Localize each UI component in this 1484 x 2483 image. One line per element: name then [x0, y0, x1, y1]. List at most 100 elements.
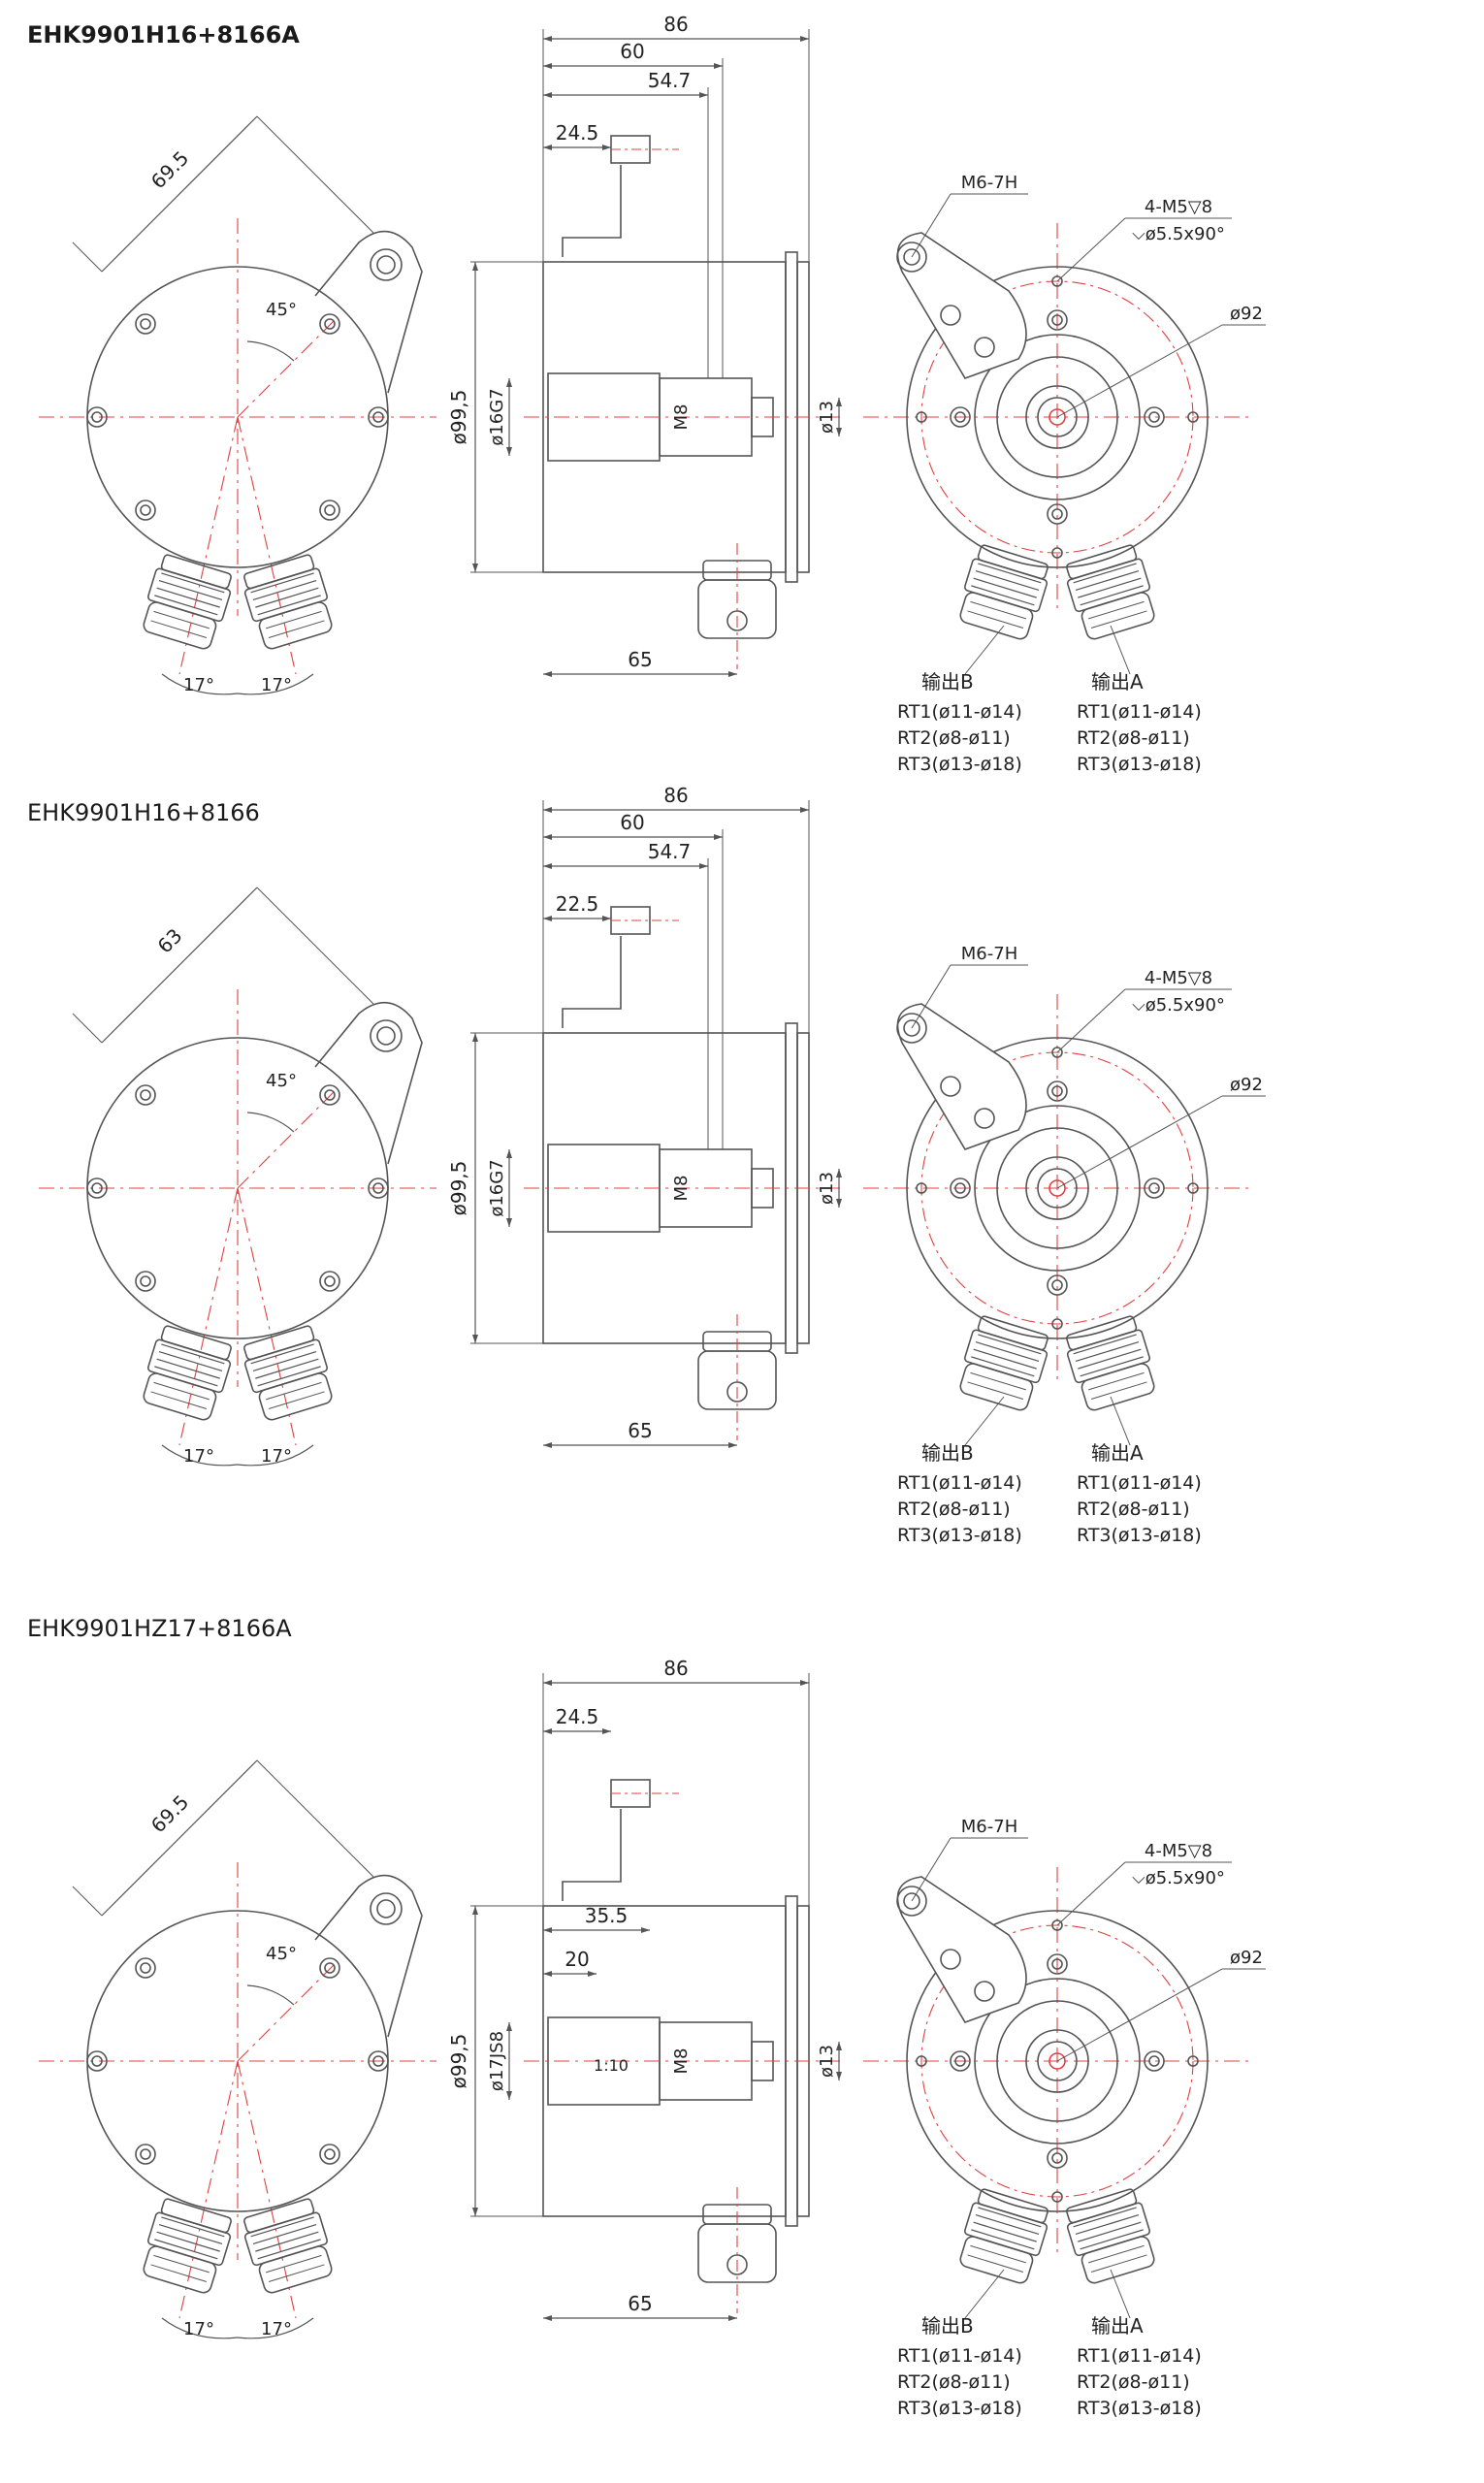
- dim-shaft-diameter: ø16G7: [487, 1159, 507, 1216]
- output-b-label: 输出B: [921, 1441, 974, 1465]
- m5-hole: [1187, 1182, 1199, 1194]
- mounting-hole: [86, 406, 108, 428]
- gland-angle-left: 17°: [183, 2319, 214, 2339]
- output-a-label: 输出A: [1091, 1441, 1144, 1465]
- m5-hole: [916, 1182, 927, 1194]
- front-hole: [1047, 309, 1068, 331]
- mounting-hole: [135, 1084, 156, 1106]
- radius-dimension: 69.5: [146, 1790, 193, 1837]
- section-3-title: EHK9901HZ17+8166A: [27, 1615, 292, 1642]
- dim-gland-position: 65: [628, 2292, 652, 2315]
- ear-hole: [370, 1019, 403, 1052]
- output-a-rt2: RT2(ø8-ø11): [1077, 727, 1190, 749]
- dim-connector: 24.5: [556, 1705, 599, 1728]
- dim-connector: 22.5: [556, 892, 599, 916]
- angle-label: 45°: [266, 1071, 297, 1091]
- cable-gland-left: [143, 1325, 232, 1421]
- front-hole: [1047, 2147, 1068, 2169]
- output-b-rt2: RT2(ø8-ø11): [897, 2371, 1011, 2393]
- mounting-hole: [319, 2144, 340, 2165]
- cable-gland-left: [143, 554, 232, 650]
- ear-hole: [370, 248, 403, 281]
- taper-ratio: 1:10: [594, 2056, 629, 2075]
- dim-shaft-diameter: ø16G7: [487, 388, 507, 445]
- dim-length-3: 54.7: [648, 840, 692, 863]
- output-a-rt1: RT1(ø11-ø14): [1077, 701, 1202, 723]
- mounting-hole: [319, 1084, 340, 1106]
- dim-length-3: 54.7: [648, 69, 692, 92]
- dim-total-length: 86: [663, 1657, 688, 1680]
- m5-hole: [916, 411, 927, 423]
- output-a-rt3: RT3(ø13-ø18): [1077, 2398, 1202, 2419]
- cable-gland-right: [243, 2198, 333, 2294]
- section-2-title: EHK9901H16+8166: [27, 799, 260, 826]
- output-b-rt3: RT3(ø13-ø18): [897, 1525, 1022, 1546]
- pcd-callout: ø92: [1230, 1948, 1263, 1968]
- m5-hole: [1051, 2191, 1063, 2203]
- connector-bracket: [562, 936, 622, 1028]
- output-b-rt2: RT2(ø8-ø11): [897, 727, 1011, 749]
- side-gland: [697, 2223, 777, 2283]
- dim-body-diameter: ø99,5: [447, 1161, 470, 1216]
- mounting-ear: [314, 230, 423, 394]
- dim-shaft-diameter: ø17JS8: [487, 2031, 507, 2091]
- radius-dimension: 69.5: [146, 146, 193, 193]
- output-a-rt2: RT2(ø8-ø11): [1077, 1499, 1190, 1520]
- mounting-hole: [135, 1957, 156, 1979]
- mounting-hole: [368, 406, 389, 428]
- angle-label: 45°: [266, 300, 297, 320]
- front-hole: [1144, 406, 1165, 428]
- screw-callout-1: 4-M5▽8: [1145, 1841, 1212, 1861]
- section-2-front-view: M6-7H4-M5▽8⌵ø5.5x90°ø92输出BRT1(ø11-ø14)RT…: [863, 944, 1266, 1546]
- front-hole: [950, 1177, 971, 1199]
- front-ear: [896, 232, 1027, 379]
- dim-length-2: 60: [620, 40, 644, 63]
- mounting-hole: [319, 313, 340, 335]
- screw-callout-2: ⌵ø5.5x90°: [1132, 224, 1225, 244]
- output-b-rt1: RT1(ø11-ø14): [897, 2345, 1022, 2367]
- gland-angle-right: 17°: [261, 2319, 292, 2339]
- output-a-label: 输出A: [1091, 670, 1144, 693]
- mounting-hole: [86, 2050, 108, 2072]
- front-hole: [1144, 2050, 1165, 2072]
- cable-gland-left: [143, 2198, 232, 2294]
- section-1-title: EHK9901H16+8166A: [27, 21, 300, 48]
- dim-length-2: 60: [620, 811, 644, 834]
- section-1-front-view: M6-7H4-M5▽8⌵ø5.5x90°ø92输出BRT1(ø11-ø14)RT…: [863, 173, 1266, 775]
- output-a-rt1: RT1(ø11-ø14): [1077, 1472, 1202, 1494]
- output-b-rt1: RT1(ø11-ø14): [897, 701, 1022, 723]
- front-ear: [896, 1003, 1027, 1150]
- mounting-hole: [135, 500, 156, 521]
- m5-hole: [1051, 1047, 1063, 1058]
- thread-callout: M6-7H: [961, 173, 1017, 193]
- dim-total-length: 86: [663, 13, 688, 36]
- mounting-hole: [368, 2050, 389, 2072]
- angle-label: 45°: [266, 1944, 297, 1964]
- cable-gland-right: [243, 1325, 333, 1421]
- front-hole: [950, 2050, 971, 2072]
- ear-hole: [370, 1892, 403, 1925]
- screw-callout-1: 4-M5▽8: [1145, 197, 1212, 217]
- front-gland-b: [959, 1315, 1048, 1411]
- m5-hole: [916, 2055, 927, 2067]
- output-b-label: 输出B: [921, 2314, 974, 2338]
- mounting-hole: [368, 1177, 389, 1199]
- mounting-ear: [314, 1874, 423, 2038]
- gland-angle-left: 17°: [183, 1446, 214, 1467]
- section-1-left-view: 45°17°17°69.5: [39, 115, 436, 695]
- front-hole: [1047, 503, 1068, 525]
- m5-hole: [1051, 275, 1063, 287]
- pcd-callout: ø92: [1230, 304, 1263, 324]
- side-gland: [697, 1350, 777, 1410]
- mounting-hole: [135, 313, 156, 335]
- front-gland-a: [1066, 1315, 1155, 1411]
- front-ear: [896, 1876, 1027, 2023]
- front-gland-a: [1066, 544, 1155, 640]
- front-hole: [1047, 1080, 1068, 1102]
- screw-callout-1: 4-M5▽8: [1145, 968, 1212, 988]
- thread-callout: M6-7H: [961, 944, 1017, 964]
- output-a-label: 输出A: [1091, 2314, 1144, 2338]
